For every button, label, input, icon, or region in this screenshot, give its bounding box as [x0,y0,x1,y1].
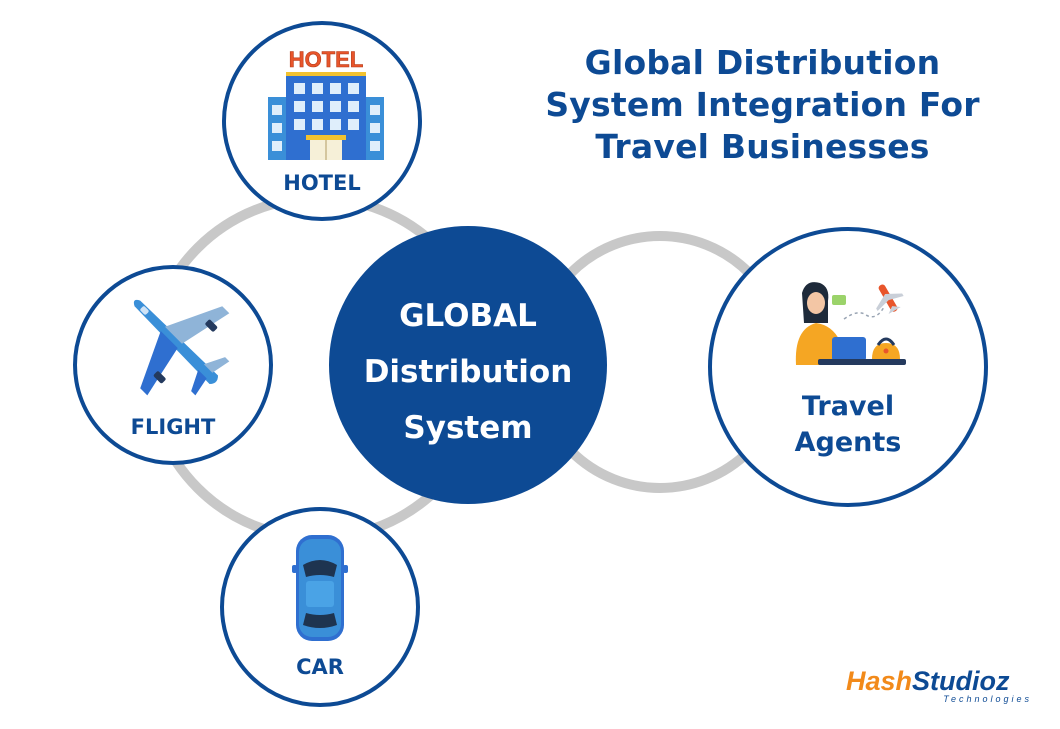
car-label: CAR [296,655,344,679]
hotel-building-icon: HOTEL [268,47,384,160]
travel-agent-icon [795,282,906,365]
title-line-1: Global Distribution [584,43,941,82]
hotel-label: HOTEL [283,171,361,195]
hotel-node: HOTEL HOTEL [222,21,422,221]
gds-line-3: System [403,410,533,446]
travel-agents-label-line-2: Agents [794,427,902,458]
title-line-2: System Integration For [545,85,980,124]
car-node: CAR [220,507,420,707]
logo-tagline-text: Technologies [943,694,1032,704]
travel-agents-label: Travel Agents [712,389,984,461]
flight-node: FLIGHT [73,265,273,465]
diagram-title: Global Distribution System Integration F… [510,42,1015,168]
logo-brand-text: HashStudioz [846,666,1010,696]
hashstudioz-logo: HashStudioz Technologies [846,666,1032,704]
title-line-3: Travel Businesses [595,127,930,166]
hotel-sign-text: HOTEL [289,47,364,72]
car-top-view-icon [292,535,348,641]
airplane-icon [133,299,230,396]
travel-agents-label-line-1: Travel [801,391,895,422]
gds-center-text: GLOBAL Distribution System [329,288,607,456]
gds-line-1: GLOBAL [399,298,537,334]
gds-line-2: Distribution [363,354,573,390]
flight-label: FLIGHT [130,415,216,439]
gds-center-node: GLOBAL Distribution System [329,226,607,504]
travel-agents-node: Travel Agents [708,227,988,507]
